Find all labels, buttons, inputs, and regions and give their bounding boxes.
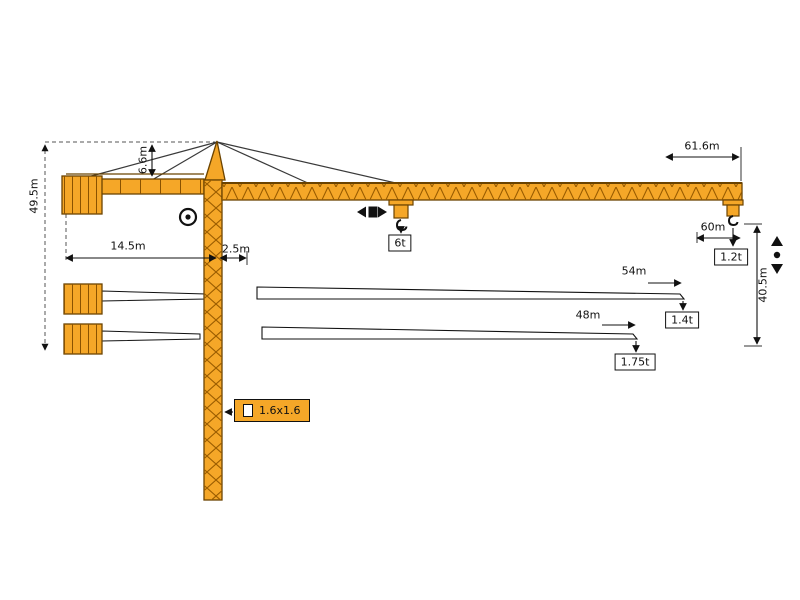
load-tip-48: 1.75t xyxy=(614,353,656,371)
mast-section-callout: 1.6x1.6 xyxy=(234,399,310,422)
tie-rods xyxy=(83,141,401,185)
jib xyxy=(221,182,743,201)
counterweight-block xyxy=(61,175,103,215)
dim-hook-height: 40.5m xyxy=(756,267,770,303)
dim-total-height: 49.5m xyxy=(27,178,41,214)
trolley-hook xyxy=(388,199,414,232)
mast-section-icon xyxy=(243,404,253,417)
dim-jib-length: 61.6m xyxy=(684,139,720,153)
dimension-lines xyxy=(65,144,761,416)
dim-radius-60: 60m xyxy=(700,220,726,234)
mast-section-label: 1.6x1.6 xyxy=(259,404,301,417)
load-max: 6t xyxy=(388,234,412,252)
hoist-direction-icon xyxy=(771,236,783,274)
dim-rear-offset: 2.5m xyxy=(221,242,251,256)
load-tip-54: 1.4t xyxy=(665,311,699,329)
trolley-direction-icon xyxy=(357,206,387,218)
jib-tip-hook xyxy=(722,199,744,227)
dim-jib-54: 54m xyxy=(621,264,647,278)
dim-jib-48: 48m xyxy=(575,308,601,322)
jib-option-profiles xyxy=(256,286,686,340)
construction-lines xyxy=(41,141,215,351)
slewing-icon xyxy=(178,207,198,227)
dim-counter-jib: 14.5m xyxy=(110,239,146,253)
dim-top-tower: 6.6m xyxy=(136,145,150,175)
load-tip-60: 1.2t xyxy=(714,248,748,266)
counterweight-option-beams xyxy=(63,283,207,355)
